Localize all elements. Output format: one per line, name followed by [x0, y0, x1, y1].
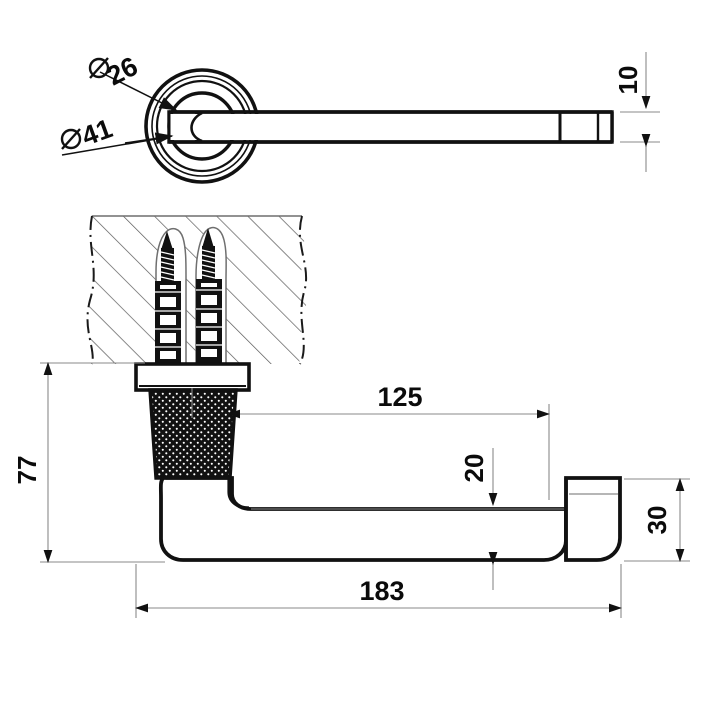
dim-height-77: 77 [12, 361, 165, 564]
anchor-left-ribs [160, 285, 176, 359]
dim-thickness-20-value: 20 [459, 454, 489, 483]
screw-left-shank [161, 248, 174, 282]
dim-length-183-value: 183 [359, 576, 404, 606]
screw-right-threads [201, 249, 216, 279]
arm-inner-fillet [166, 476, 250, 510]
bar-fill-overlay [170, 114, 612, 140]
dim-dia-26-symbol [88, 57, 110, 79]
knurled-post [148, 388, 238, 480]
dim-dia-41-symbol [60, 128, 82, 150]
anchor-right-ribs [201, 283, 217, 357]
dim-dia-26-leader [99, 71, 178, 111]
wall-break-line-left [86, 215, 95, 365]
dim-dia-41-leader [124, 132, 174, 145]
screw-right-shank [202, 246, 215, 280]
screw-left-threads [160, 251, 175, 281]
wall-screw-right [196, 228, 222, 364]
screw-left-tip [161, 231, 173, 250]
top-view: 26 41 10 [60, 51, 660, 184]
dim-thickness-20: 20 [459, 448, 498, 590]
towel-bar-overlay [167, 110, 614, 144]
bar-rounded-end-overlay [190, 111, 203, 143]
dim-length-125-value: 125 [377, 382, 422, 412]
dim-dia-41-leader-base [61, 136, 169, 156]
mounting-flange [134, 362, 251, 392]
wall-section-view [86, 215, 308, 365]
dim-height-77-value: 77 [12, 456, 42, 485]
post-body [148, 388, 238, 480]
screw-right-tip [202, 228, 214, 248]
l-arm [158, 476, 568, 562]
anchor-right-grooves [196, 289, 222, 346]
arm-end-stop [564, 476, 622, 562]
dim-length-183: 183 [134, 564, 623, 618]
dim-height-30: 30 [624, 477, 690, 563]
end-stop-body [564, 476, 622, 562]
side-view: 77 125 20 30 183 [12, 361, 690, 618]
dim-thickness-10: 10 [613, 52, 660, 172]
dim-thickness-10-value: 10 [613, 66, 643, 95]
anchor-left-grooves [155, 291, 181, 348]
dim-length-125: 125 [191, 382, 551, 500]
wall-screw-left [155, 231, 181, 364]
dim-height-30-value: 30 [642, 506, 672, 535]
